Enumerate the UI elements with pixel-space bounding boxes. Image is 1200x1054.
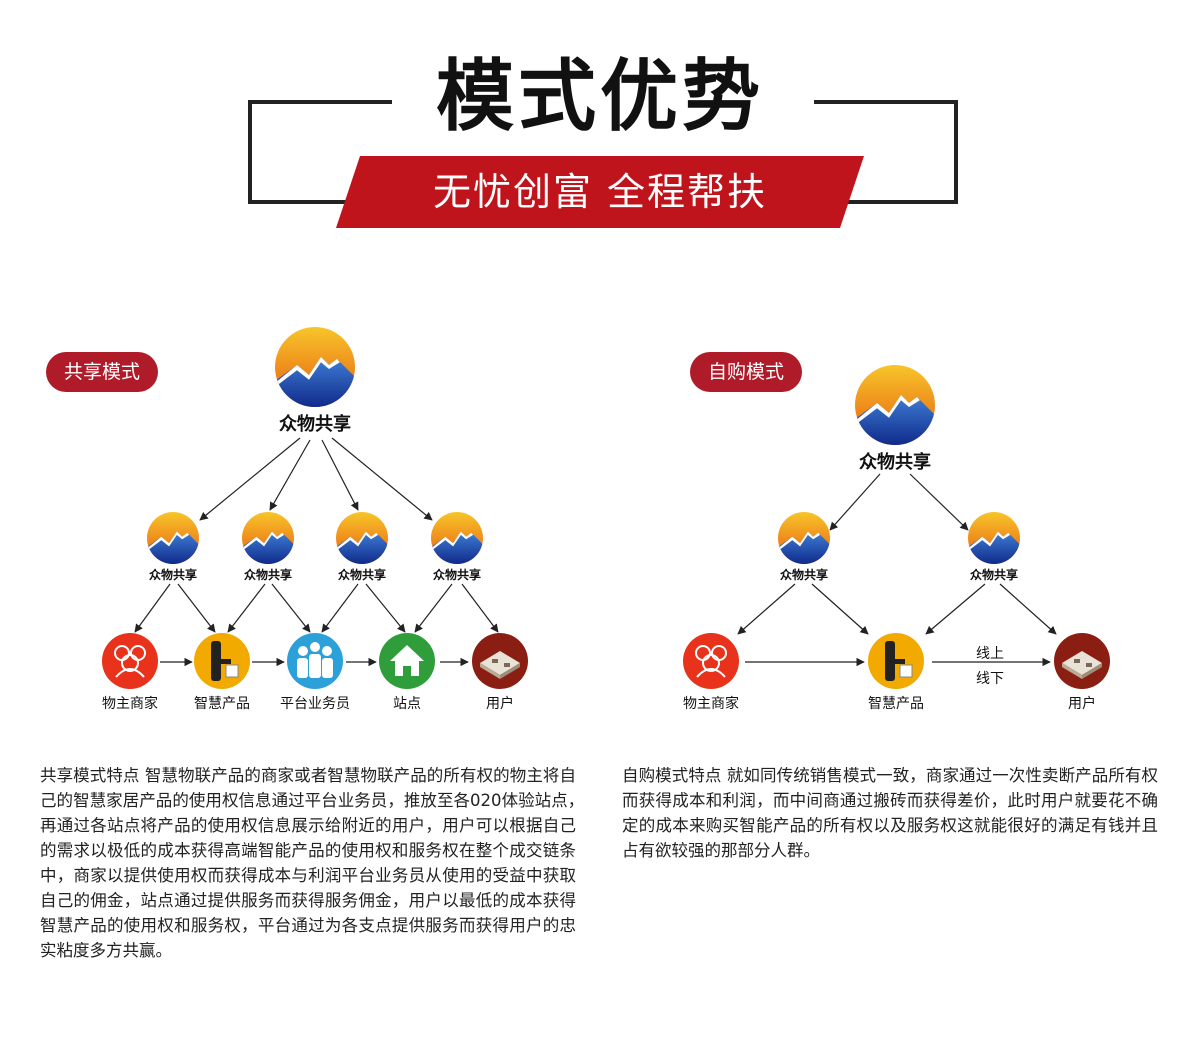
purchase-node-label-merchant: 物主商家 [683, 696, 739, 712]
purchase-top-logo-label: 众物共享 [859, 452, 931, 473]
shared-mid-logo-label-3: 众物共享 [337, 568, 386, 582]
purchase-node-label-smart-product: 智慧产品 [868, 696, 924, 712]
page-subtitle: 无忧创富 全程帮扶 [432, 170, 768, 214]
header-bracket-right [814, 100, 958, 204]
shared-mode-description: 共享模式特点 智慧物联产品的商家或者智慧物联产品的所有权的物主将自己的智慧家居产… [40, 766, 593, 960]
shared-mid-logo-icon-2 [242, 512, 294, 564]
purchase-mid-logo-icon-2 [968, 512, 1020, 564]
shared-mid-logo-icon-3 [336, 512, 388, 564]
page-title: 模式优势 [435, 52, 764, 142]
smart-lock-icon [194, 633, 250, 689]
shared-top-logo-icon [275, 327, 355, 407]
purchase-mode-tag: 自购模式 [690, 352, 802, 392]
shared-node-label-smart-product: 智慧产品 [194, 696, 250, 712]
shared-top-logo-label: 众物共享 [279, 414, 351, 435]
purchase-mid-logo-label-1: 众物共享 [779, 568, 828, 582]
shared-mid-logo-icon-4 [431, 512, 483, 564]
edge-label-offline: 线下 [976, 671, 1004, 687]
shared-mid-logo-label-4: 众物共享 [432, 568, 481, 582]
header-bracket-left [248, 100, 392, 204]
purchase-top-logo-icon [855, 365, 935, 445]
shared-node-label-user: 用户 [486, 696, 514, 712]
purchase-home-user-icon [1054, 633, 1110, 689]
shared-node-label-merchant: 物主商家 [102, 696, 158, 712]
edge-label-online: 线上 [976, 646, 1004, 662]
salesperson-group-icon [287, 633, 343, 689]
shared-mid-logo-icon-1 [147, 512, 199, 564]
purchase-mode-description: 自购模式特点 就如同传统销售模式一致，商家通过一次性卖断产品所有权而获得成本和利… [622, 766, 1158, 860]
purchase-mid-logo-icon-1 [778, 512, 830, 564]
merchant-icon [102, 633, 158, 689]
purchase-smart-lock-icon [868, 633, 924, 689]
shared-mid-logo-label-2: 众物共享 [243, 568, 292, 582]
house-icon [379, 633, 435, 689]
shared-node-label-station: 站点 [393, 696, 421, 712]
shared-node-label-salesperson: 平台业务员 [280, 696, 350, 712]
purchase-mid-logo-label-2: 众物共享 [969, 568, 1018, 582]
purchase-merchant-icon [683, 633, 739, 689]
shared-mode-tag: 共享模式 [46, 352, 158, 392]
shared-mid-logo-label-1: 众物共享 [148, 568, 197, 582]
subtitle-banner [336, 156, 864, 228]
purchase-node-label-user: 用户 [1068, 696, 1096, 712]
home-user-icon [472, 633, 528, 689]
